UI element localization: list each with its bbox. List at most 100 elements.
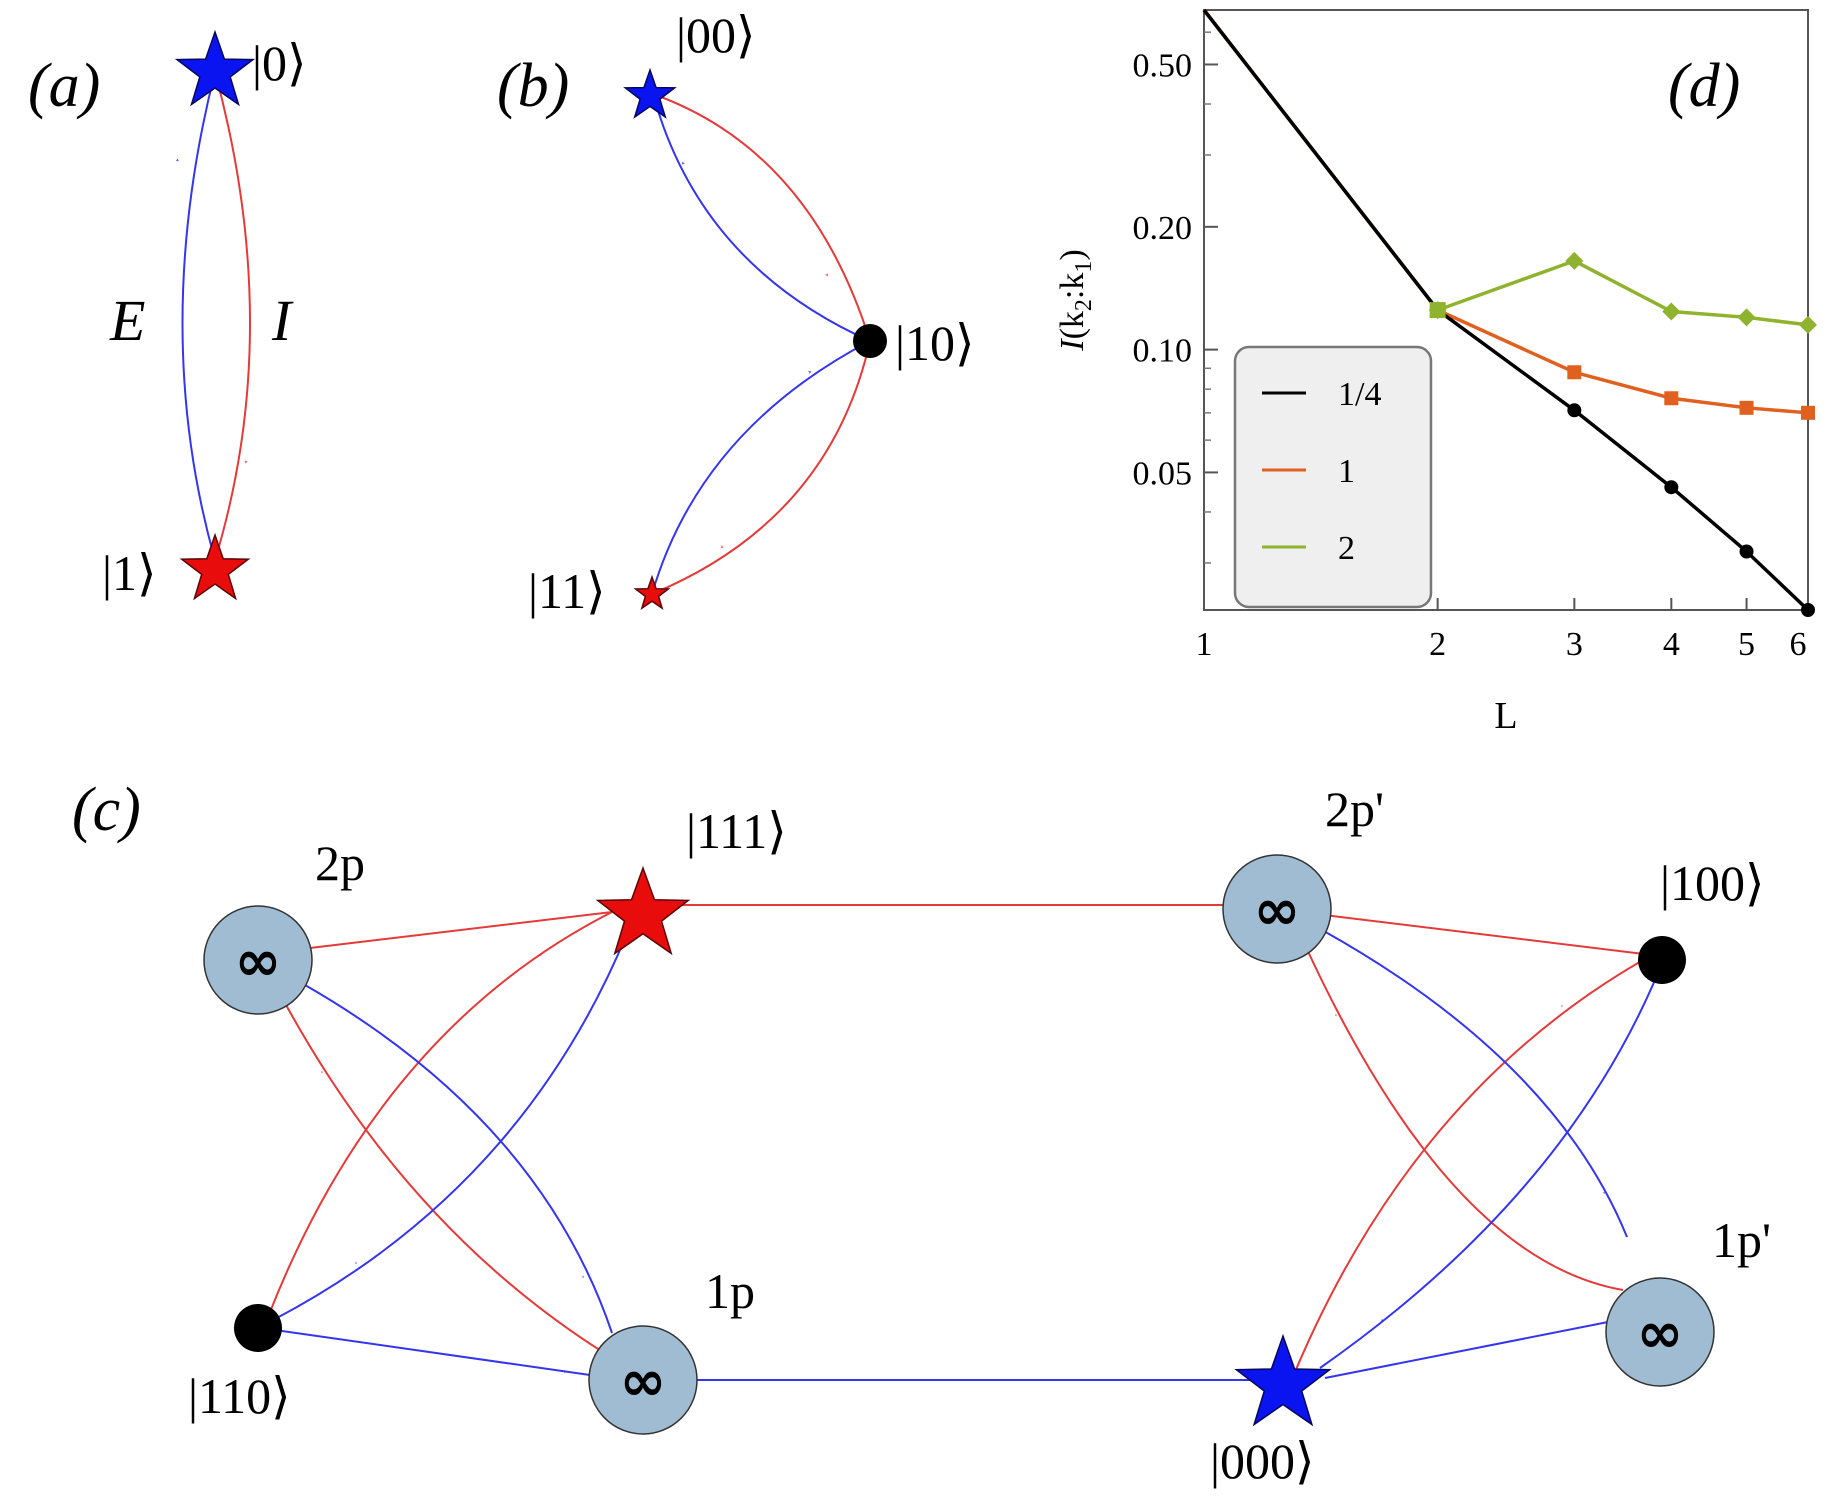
edge-c-2pp-to-1pp [1321,929,1628,1238]
series-2-point [1801,405,1815,420]
x-tick-label: 4 [1663,626,1680,663]
edge-b-11-to-10 [651,340,871,595]
x-tick-label: 3 [1566,626,1583,663]
series-1-point [1801,603,1815,617]
star-icon-a-1 [179,532,251,601]
panel-b: (b) |00⟩ |10⟩ |11⟩ [497,7,975,619]
edge-c-1pp-to-000 [1324,1321,1609,1379]
state-b-00: |00⟩ [676,7,756,63]
legend-label-3: 2 [1338,530,1355,567]
edge-label-E: E [109,288,145,353]
series-1-point [1739,544,1754,559]
legend: 1/4 1 2 [1233,345,1433,609]
node-c-100 [1638,936,1686,984]
series-3-point [1662,302,1681,321]
y-axis-title-sub1: 2 [1071,299,1097,311]
arrow-c-110-111 [520,954,542,971]
edge-c-1pp-to-2pp [1304,944,1624,1291]
edge-b-10-to-11 [651,340,871,595]
arrow-b-down-2 [720,544,725,548]
arrow-c-000-100 [1540,1005,1563,1021]
state-a-1: |1⟩ [102,545,157,601]
edge-b-00-to-10 [652,93,871,342]
series-3-point [1737,308,1756,327]
x-tick-label: 6 [1790,626,1807,663]
series-1-point [1664,480,1679,495]
y-axis-title-rest: (k [1054,311,1091,339]
panel-a-label: (a) [28,52,100,120]
series-3-point [1799,315,1817,334]
label-c-110: |110⟩ [188,1368,291,1424]
x-tick-label: 1 [1196,626,1213,663]
edge-c-1p-to-2p [284,1002,642,1376]
legend-label-1: 1/4 [1338,376,1381,413]
shared-point [1429,302,1446,319]
star-icon-c-000 [1234,1333,1332,1427]
state-a-0: |0⟩ [252,35,307,91]
edge-c-2p-to-111 [309,911,613,949]
edge-c-111-to-110 [274,935,627,1320]
series-layer [1202,8,1817,617]
arrow-b-down-1 [824,272,828,277]
infinity-icon-1p: ∞ [620,1349,667,1414]
arrow-c-100-000 [1381,1304,1400,1321]
arrow-c-111-110 [355,1249,375,1264]
infinity-icon-2p: ∞ [235,929,282,994]
node-c-2pp [1222,854,1332,964]
series-1-point [1567,403,1582,418]
edge-c-100-to-000 [1319,979,1656,1369]
edge-c-110-to-111 [267,911,613,1318]
star-icon-a-0 [174,29,256,107]
star-icon-c-111 [595,865,691,956]
y-tick-label: 0.20 [1133,210,1193,247]
y-tick-label: 0.50 [1133,47,1193,84]
edge-a-0-to-1 [214,71,251,561]
arrow-a-up [175,158,179,162]
panel-c-label: (c) [72,776,141,844]
node-c-110 [234,1304,282,1352]
star-icon-b-11 [633,574,671,611]
edge-c-110-to-1p [274,1329,591,1376]
label-c-100: |100⟩ [1660,855,1765,911]
series-3-point [1565,251,1584,270]
panel-d-label: (d) [1668,52,1740,120]
label-c-111: |111⟩ [686,803,787,859]
label-c-1pp: 1p' [1712,1212,1771,1268]
y-axis-title-mid: :k [1054,273,1091,299]
y-axis-title-end: ) [1054,249,1091,260]
state-b-10: |10⟩ [895,315,975,371]
label-c-2pp: 2p' [1325,781,1384,837]
y-tick-label: 0.10 [1133,333,1193,370]
series-2-point [1664,391,1679,406]
series-2-point [1739,400,1754,415]
panel-c: (c) ∞ ∞ [72,776,1771,1489]
label-c-000: |000⟩ [1210,1433,1315,1489]
panel-a: (a) |0⟩ |1⟩ E I [28,29,307,601]
legend-box [1233,345,1433,609]
y-axis-title-main: I [1054,338,1091,352]
arrow-a-down [244,460,248,464]
x-tick-label: 5 [1738,626,1755,663]
edge-c-2p-to-1p [304,984,613,1334]
x-tick-label: 2 [1429,626,1446,663]
x-axis-title: L [1494,695,1517,737]
panel-b-label: (b) [497,52,569,120]
y-tick-label: 0.05 [1133,455,1193,492]
node-b-10 [853,324,887,358]
y-axis-title-sub2: 1 [1071,261,1097,273]
node-c-2p [203,905,313,1015]
edge-label-I: I [271,288,294,353]
edge-b-10-to-00 [652,93,871,342]
star-icon-b-00 [623,67,677,119]
plot-frame [1203,9,1809,611]
edge-c-000-to-100 [1289,954,1653,1385]
edge-a-1-to-0 [181,71,216,561]
y-axis-title: I(k2:k1) [1054,249,1097,351]
state-b-11: |11⟩ [528,563,606,619]
node-c-1p [588,1325,698,1435]
series-line-1 [1202,8,1810,612]
infinity-icon-1pp: ∞ [1637,1301,1684,1366]
label-c-2p: 2p [315,835,365,891]
